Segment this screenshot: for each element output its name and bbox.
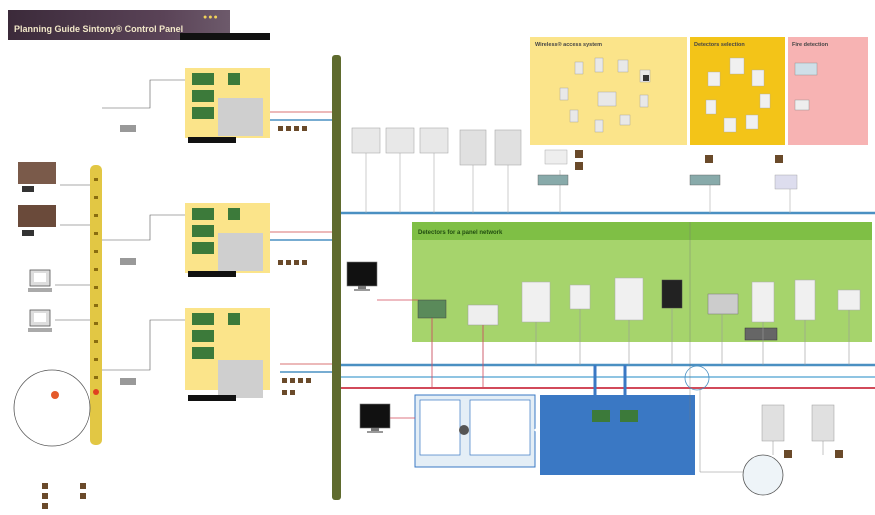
left-bus-marks (94, 178, 98, 379)
fire-devices (794, 62, 818, 111)
coverage-circle (13, 369, 91, 447)
fire-panel-title: Fire detection (792, 42, 829, 48)
top-keypads (351, 127, 522, 166)
wireless-panel (530, 37, 687, 145)
bottom-right-devices (761, 404, 843, 458)
coverage-sensor (51, 391, 59, 399)
title-marks: ●●● (203, 14, 219, 21)
monitor-2 (359, 403, 391, 433)
smoke-panel (690, 37, 785, 145)
smoke-detectors (705, 57, 771, 133)
wireless-panel-title: Wireless® access system (535, 41, 602, 48)
zoom-circle (742, 454, 784, 496)
left-devices (18, 162, 56, 332)
mid-row-devices (537, 149, 798, 190)
monitor-1 (346, 261, 378, 291)
smoke-panel-title: Detectors selection (694, 42, 745, 48)
main-bus (332, 55, 341, 500)
title-banner-underline (180, 33, 270, 40)
fire-panel (788, 37, 868, 145)
wireless-key-fob (643, 75, 649, 81)
module-cluster-3 (185, 308, 270, 401)
detectors-panel-title: Detectors for a panel network (418, 230, 503, 236)
page-title: Planning Guide Sintony® Control Panel (14, 24, 184, 34)
legend (42, 483, 86, 509)
module-cluster-1 (185, 68, 270, 143)
network-panel (540, 395, 695, 475)
network-detail (419, 399, 638, 456)
left-keypads (120, 125, 136, 385)
junction-circle (684, 365, 710, 391)
detectors-panel-header (412, 222, 872, 240)
left-bus-alarm-dot (93, 389, 99, 395)
module-icons (278, 126, 311, 395)
module-cluster-2 (185, 203, 270, 277)
